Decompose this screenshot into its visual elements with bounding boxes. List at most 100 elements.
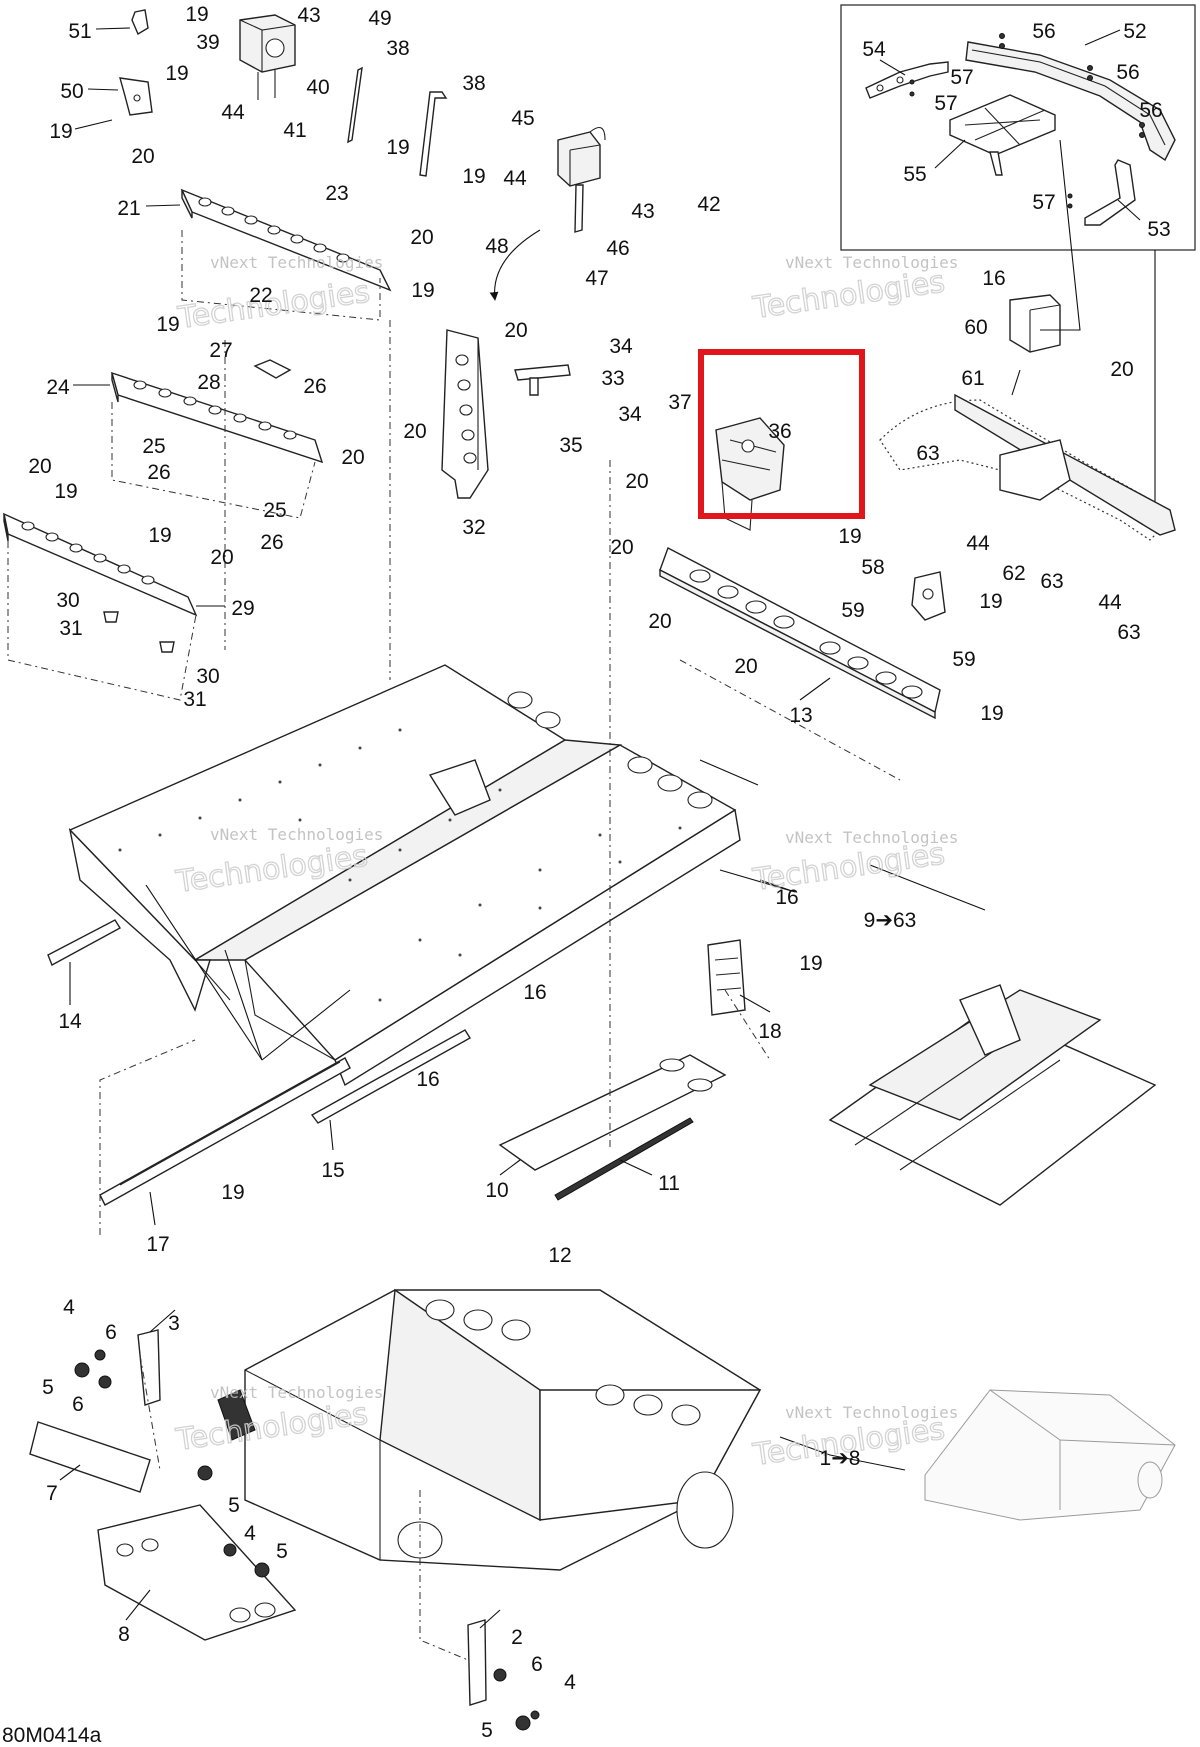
callout-c19k: 19 — [980, 702, 1003, 725]
svg-text:vNext Technologies: vNext Technologies — [210, 825, 383, 844]
bracket-8 — [97, 1504, 297, 1641]
callout-c29: 29 — [231, 597, 254, 620]
callout-c20c: 20 — [504, 319, 527, 342]
callout-c34a: 34 — [609, 335, 633, 358]
callout-c59b: 59 — [952, 648, 975, 671]
callout-c20k: 20 — [734, 655, 757, 678]
callout-c38a: 38 — [386, 37, 409, 60]
callout-c23: 23 — [325, 182, 348, 205]
inset-rear-bumper — [840, 4, 1196, 251]
callout-c19j: 19 — [838, 525, 861, 548]
callout-c35: 35 — [559, 434, 582, 457]
callout-c50: 50 — [60, 80, 83, 103]
callout-c24: 24 — [46, 376, 70, 399]
callout-c63a: 63 — [916, 442, 939, 465]
callout-c58: 58 — [861, 556, 884, 579]
callout-c20f: 20 — [28, 455, 51, 478]
callout-c19c: 19 — [49, 120, 72, 143]
callout-c49: 49 — [368, 7, 391, 30]
callout-c63b: 63 — [1040, 570, 1063, 593]
plate-18 — [707, 939, 746, 1016]
callout-c25a: 25 — [142, 435, 165, 458]
callout-c48: 48 — [485, 235, 508, 258]
callout-c57b: 57 — [934, 92, 957, 115]
callout-c28: 28 — [197, 371, 220, 394]
tunnel-reference-view — [828, 984, 1157, 1206]
callout-c20g: 20 — [210, 546, 233, 569]
figure-code: 80M0414a — [2, 1724, 102, 1747]
callout-c41: 41 — [283, 119, 306, 142]
cross-member-29 — [3, 512, 198, 653]
callout-c16d: 16 — [416, 1068, 439, 1091]
callout-c44a: 44 — [221, 101, 245, 124]
callout-c5c: 5 — [276, 1540, 288, 1563]
callout-c56c: 56 — [1139, 99, 1162, 122]
cross-member-13 — [659, 547, 941, 720]
front-reference-view — [924, 1389, 1176, 1521]
svg-text:vNext Technologies: vNext Technologies — [210, 253, 383, 272]
callout-c6a: 6 — [105, 1321, 117, 1344]
bracket-32 — [441, 329, 571, 499]
callout-c43b: 43 — [631, 200, 654, 223]
callout-c42: 42 — [697, 193, 720, 216]
svg-text:vNext Technologies: vNext Technologies — [785, 828, 958, 847]
rear-bumper-assembly — [879, 294, 1176, 621]
callout-c54: 54 — [862, 38, 886, 61]
callout-c19b: 19 — [165, 62, 188, 85]
callout-c19n: 19 — [221, 1181, 244, 1204]
callout-c5b: 5 — [228, 1494, 240, 1517]
callout-c16a: 16 — [982, 267, 1005, 290]
cross-member-21 — [180, 188, 392, 292]
callout-c40: 40 — [306, 76, 329, 99]
callout-c44b: 44 — [503, 167, 527, 190]
callout-c8: 8 — [118, 1623, 130, 1646]
callout-c4c: 4 — [564, 1671, 576, 1694]
callout-c56b: 56 — [1116, 61, 1139, 84]
callout-c43a: 43 — [297, 4, 320, 27]
callout-c26a: 26 — [303, 375, 326, 398]
callout-c12: 12 — [548, 1244, 571, 1267]
callout-c10: 10 — [485, 1179, 508, 1202]
callout-c59a: 59 — [841, 599, 864, 622]
callout-c20h: 20 — [625, 470, 648, 493]
callout-c56a: 56 — [1032, 20, 1055, 43]
callout-c26b: 26 — [147, 461, 170, 484]
rail-15 — [310, 1029, 471, 1124]
bracket-50 — [119, 77, 153, 116]
callout-c20j: 20 — [648, 610, 671, 633]
callout-c25b: 25 — [263, 499, 286, 522]
callout-c7: 7 — [46, 1482, 58, 1505]
rail-17 — [99, 1057, 351, 1206]
pad-10 — [498, 1054, 727, 1171]
callout-c6c: 6 — [531, 1653, 543, 1676]
strip-11 — [554, 1117, 694, 1201]
callout-c44c: 44 — [966, 532, 990, 555]
callout-c55: 55 — [903, 163, 926, 186]
front-chassis — [217, 1288, 762, 1571]
svg-text:Technologies: Technologies — [750, 264, 947, 326]
callout-c34b: 34 — [618, 403, 642, 426]
svg-text:vNext Technologies: vNext Technologies — [785, 1403, 958, 1422]
callout-c3: 3 — [168, 1312, 180, 1335]
callout-c21: 21 — [117, 197, 140, 220]
fasteners — [74, 1349, 540, 1731]
callout-c19m: 19 — [799, 952, 822, 975]
callout-c31a: 31 — [59, 617, 82, 640]
svg-text:Technologies: Technologies — [175, 274, 372, 336]
bracket-3 — [137, 1329, 161, 1406]
callout-c18: 18 — [758, 1020, 781, 1043]
callout-c20i: 20 — [610, 536, 633, 559]
callout-c20a: 20 — [131, 145, 154, 168]
callout-c32: 32 — [462, 516, 485, 539]
callout-c22: 22 — [249, 284, 272, 307]
callout-c13: 13 — [789, 704, 812, 727]
callout-c19l: 19 — [979, 590, 1002, 613]
callout-c2: 2 — [511, 1626, 523, 1649]
bracket-45 — [557, 126, 606, 233]
callout-c19i: 19 — [148, 524, 171, 547]
callout-c45: 45 — [511, 107, 534, 130]
box-39 — [239, 14, 296, 100]
callout-c57a: 57 — [950, 66, 973, 89]
callout-c51: 51 — [68, 20, 91, 43]
